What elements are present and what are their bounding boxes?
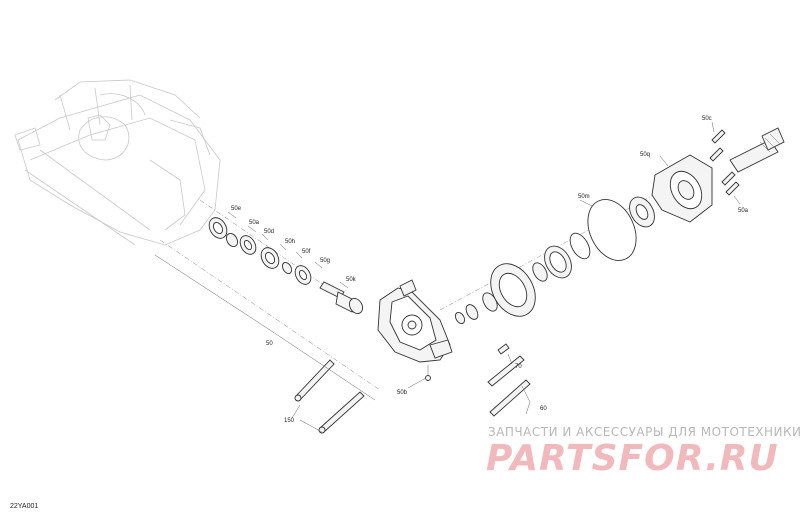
callout-50c: 50c (702, 116, 712, 122)
o-ring (587, 199, 637, 261)
figure-code: 22YA001 (10, 503, 38, 510)
swingarm-ghost (14, 79, 221, 246)
callout-60: 60 (540, 406, 547, 412)
callout-50: 50 (266, 341, 273, 347)
watermark: ЗАПЧАСТИ И АКСЕССУАРЫ ДЛЯ МОТОТЕХНИКИ PA… (486, 425, 800, 479)
output-cover-assembly (629, 127, 785, 228)
ring-gear-stack (454, 232, 591, 325)
watermark-logo: PARTSFOR.RU (486, 438, 779, 479)
gear-case-housing (377, 279, 453, 381)
callout-50h: 50h (285, 239, 295, 245)
callout-70: 70 (515, 364, 522, 370)
callout-50k: 50k (346, 277, 357, 283)
callout-50d: 50d (264, 229, 274, 235)
bolts (294, 129, 740, 434)
callout-50m: 50m (578, 194, 590, 200)
callout-50a-right: 50a (738, 208, 749, 214)
watermark-tagline: ЗАПЧАСТИ И АКСЕССУАРЫ ДЛЯ МОТОТЕХНИКИ (488, 425, 800, 439)
pinion-shaft (319, 281, 364, 314)
bearing-stack-left (208, 217, 312, 285)
callout-labels: 50e 50a 50d 50h 50f 50g 50k 50 50m 50q 5… (231, 116, 749, 424)
callout-50b: 50b (397, 390, 408, 396)
leader-lines (154, 121, 741, 433)
callout-50a-left: 50a (249, 220, 260, 226)
callout-50q: 50q (640, 152, 650, 158)
callout-150: 150 (284, 418, 295, 424)
callout-50f: 50f (302, 249, 311, 255)
callout-50e: 50e (231, 206, 242, 212)
callout-50g: 50g (320, 258, 330, 264)
